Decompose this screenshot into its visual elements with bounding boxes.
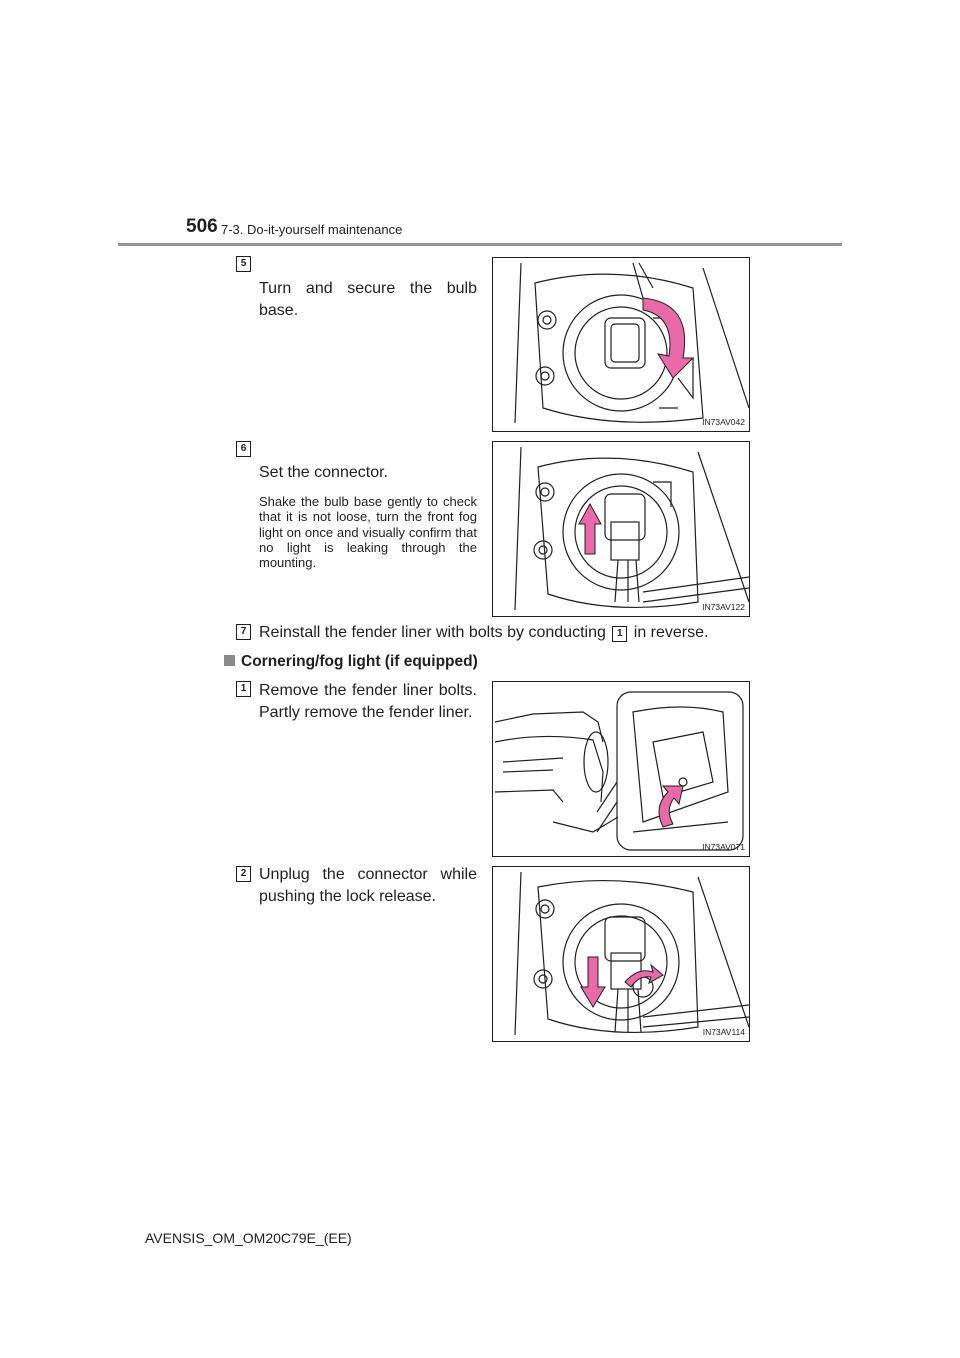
figure-turn-bulb-base: IN73AV042 bbox=[492, 257, 750, 432]
figure-remove-fender-liner: IN73AV071 bbox=[492, 681, 750, 857]
document-footer: AVENSIS_OM_OM20C79E_(EE) bbox=[145, 1230, 352, 1246]
unplug-connector-illustration bbox=[514, 871, 750, 1036]
figure-code: IN73AV114 bbox=[702, 1027, 745, 1037]
figure-unplug-connector: IN73AV114 bbox=[492, 866, 750, 1042]
step-number-badge: 7 bbox=[236, 624, 251, 640]
step-text: Unplug the connector while pushing the l… bbox=[259, 866, 477, 905]
fog-light-illustration bbox=[514, 262, 750, 424]
figure-set-connector: IN73AV122 bbox=[492, 441, 750, 617]
page-number: 506 bbox=[186, 216, 218, 237]
fender-liner-illustration bbox=[494, 691, 744, 851]
step-text-after: in reverse. bbox=[633, 624, 709, 641]
step-text: Reinstall the fender liner with bolts by… bbox=[259, 622, 759, 644]
section-title: 7-3. Do-it-yourself maintenance bbox=[221, 222, 403, 237]
square-bullet-icon bbox=[224, 655, 235, 666]
connector-illustration bbox=[514, 446, 750, 611]
step-note: Shake the bulb base gently to check that… bbox=[259, 494, 477, 571]
step-reference-badge: 1 bbox=[612, 626, 628, 642]
step-text: Turn and secure the bulb base. bbox=[259, 280, 477, 319]
step-number-badge: 6 bbox=[236, 441, 251, 457]
figure-code: IN73AV122 bbox=[702, 602, 745, 612]
step-text: Remove the fender liner bolts. Partly re… bbox=[259, 682, 477, 721]
header-rule bbox=[118, 243, 842, 246]
step-text: Set the connector. bbox=[259, 464, 388, 481]
subheading: Cornering/fog light (if equipped) bbox=[224, 653, 478, 671]
figure-code: IN73AV042 bbox=[702, 417, 745, 427]
step-number-badge: 5 bbox=[236, 256, 251, 272]
subheading-text: Cornering/fog light (if equipped) bbox=[241, 653, 478, 670]
step-number-badge: 2 bbox=[236, 866, 251, 882]
step-number-badge: 1 bbox=[236, 681, 251, 697]
step-text-before: Reinstall the fender liner with bolts by… bbox=[259, 624, 606, 641]
figure-code: IN73AV071 bbox=[702, 842, 745, 852]
